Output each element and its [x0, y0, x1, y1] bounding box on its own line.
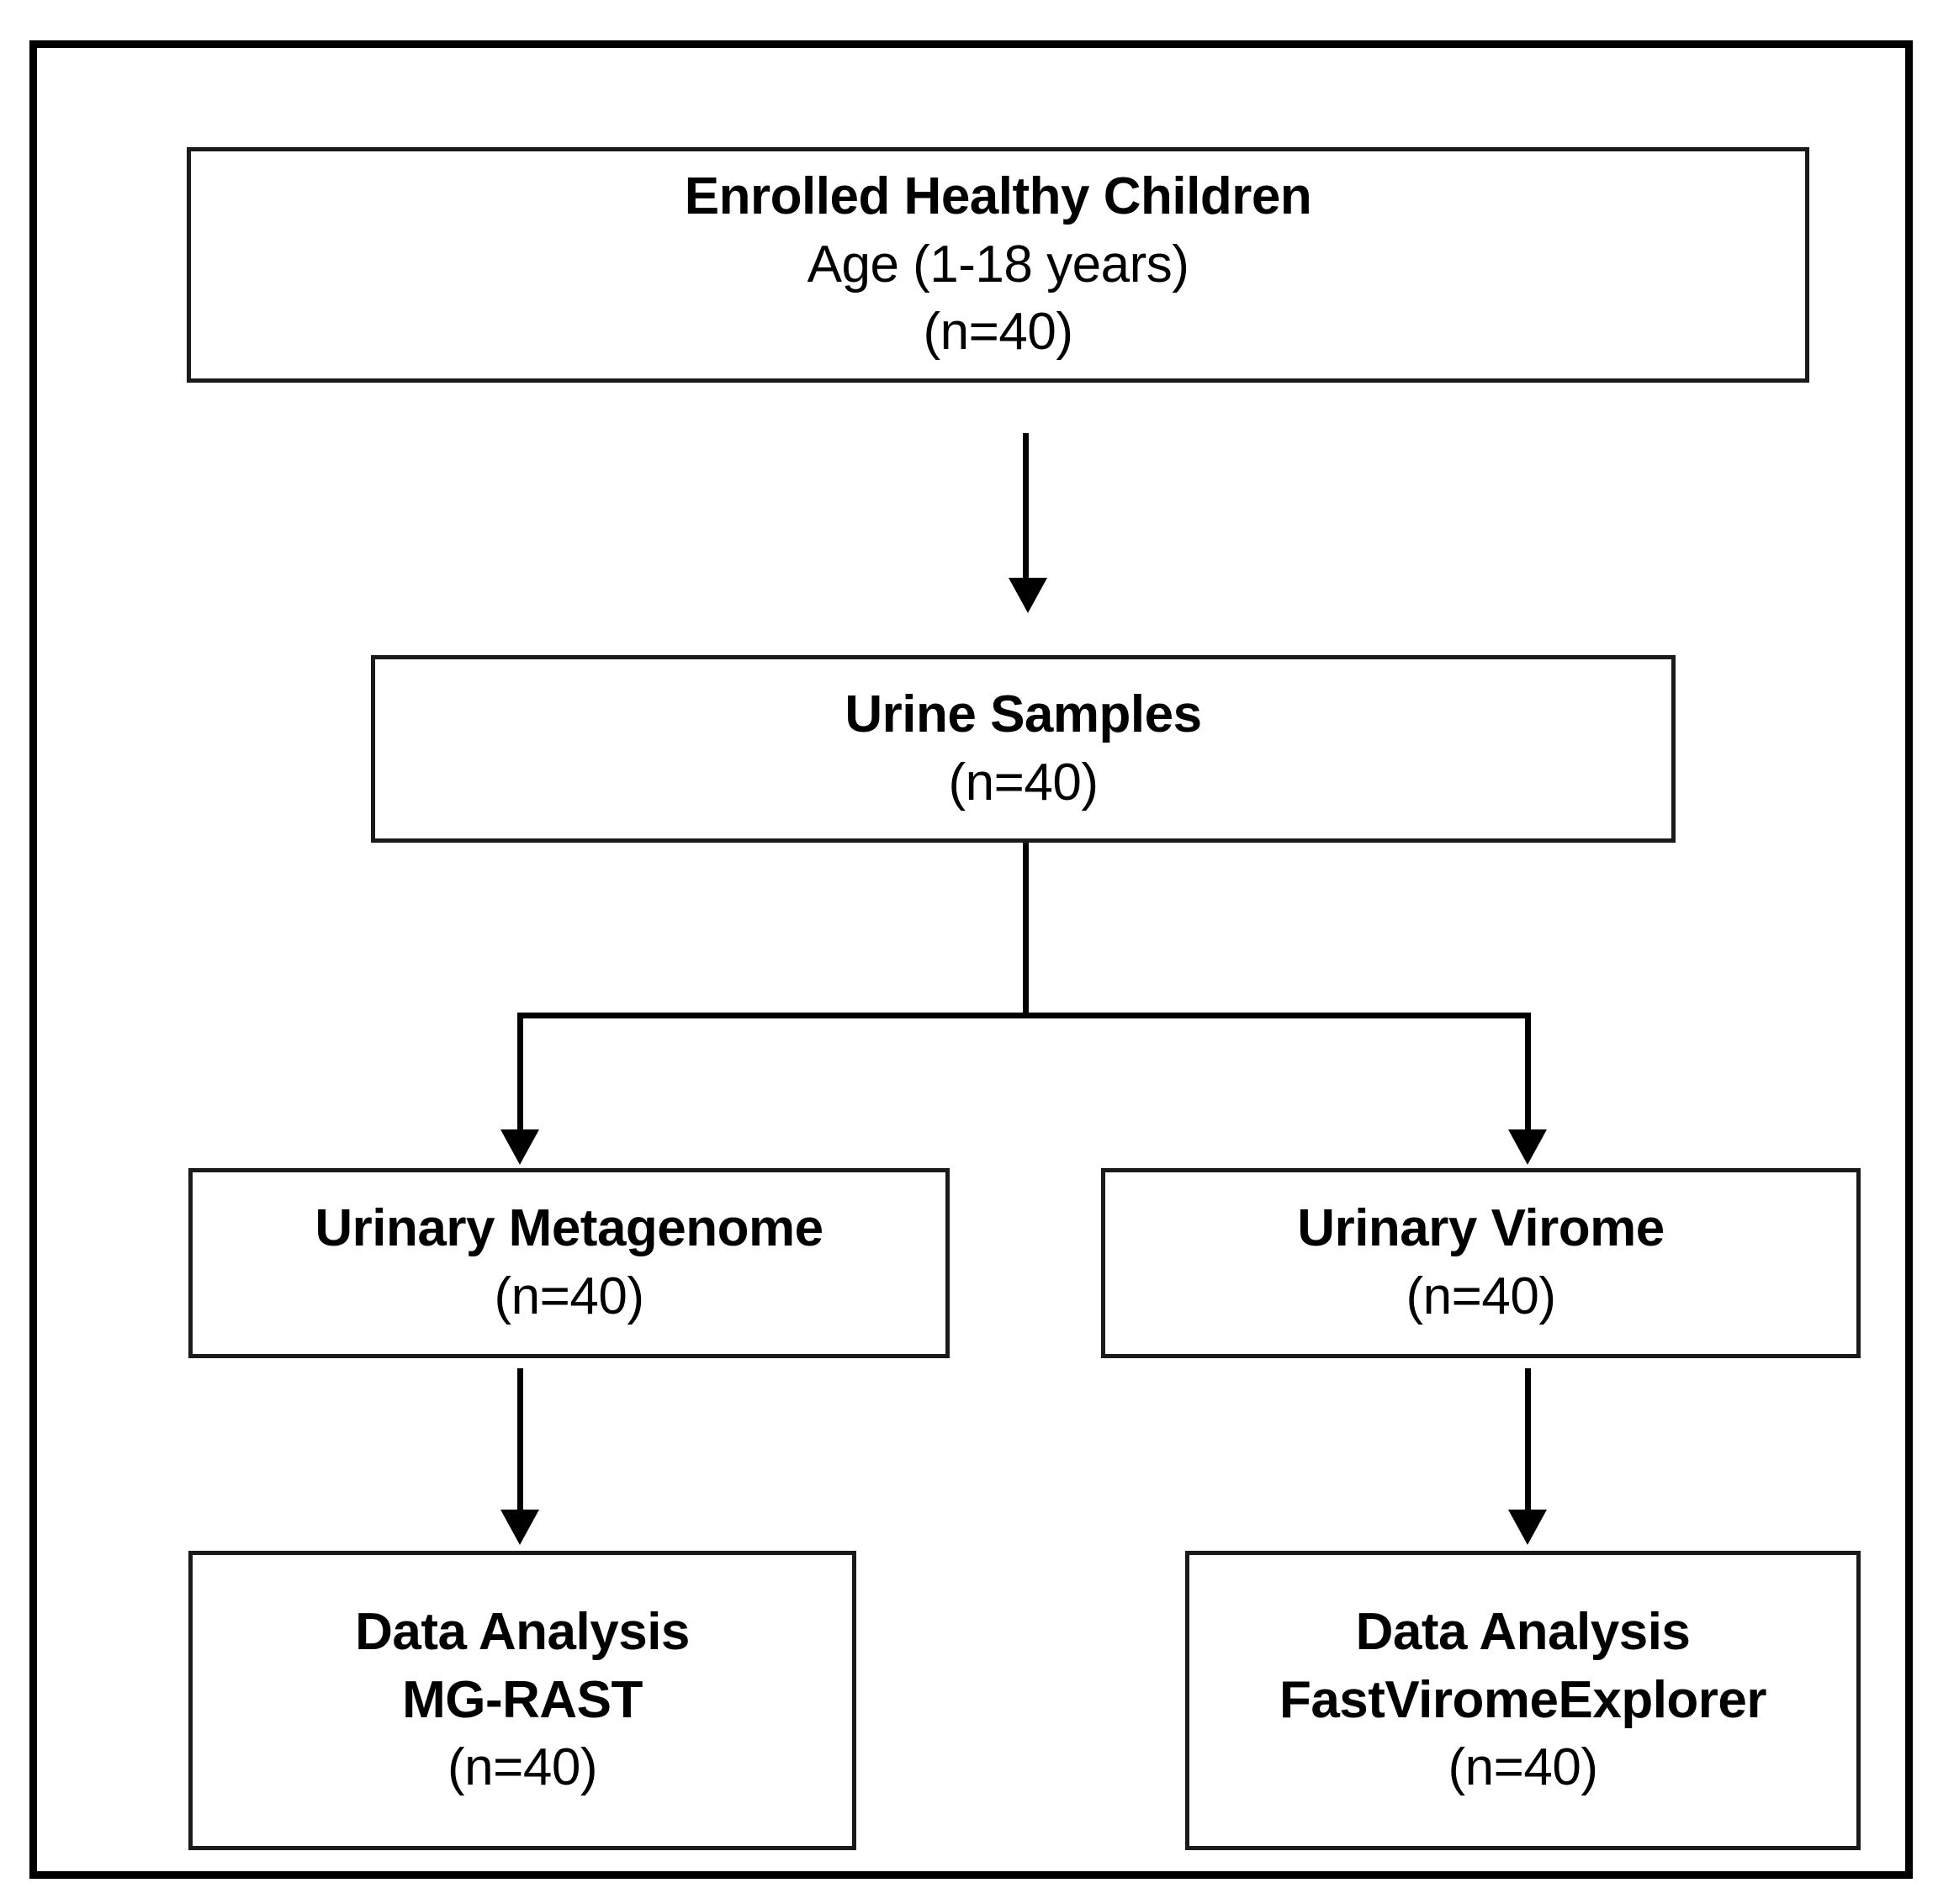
- node-urine-samples: Urine Samples (n=40): [371, 655, 1676, 843]
- node-enrolled-healthy-children: Enrolled Healthy Children Age (1-18 year…: [187, 147, 1809, 383]
- arrow-down-icon: [500, 1510, 539, 1545]
- connector-metagenome-to-analysis-line: [517, 1368, 523, 1515]
- node-virome-title: Urinary Virome: [1297, 1199, 1665, 1258]
- node-metagenome-count: (n=40): [494, 1267, 644, 1325]
- node-analysis-fve-count: (n=40): [1448, 1738, 1598, 1797]
- node-analysis-mgrast-count: (n=40): [447, 1738, 597, 1797]
- node-analysis-mgrast-tool: MG-RAST: [402, 1670, 643, 1729]
- node-urine-samples-title: Urine Samples: [845, 685, 1202, 743]
- connector-enrolled-to-urine-line: [1023, 433, 1029, 584]
- node-analysis-mgrast-title: Data Analysis: [355, 1603, 690, 1662]
- diagram-outer-frame: Enrolled Healthy Children Age (1-18 year…: [29, 40, 1913, 1879]
- connector-split-stem: [1023, 843, 1029, 1015]
- arrow-down-icon: [500, 1129, 539, 1165]
- node-analysis-fve-title: Data Analysis: [1355, 1603, 1691, 1662]
- connector-split-left-line: [517, 1013, 523, 1134]
- arrow-down-icon: [1009, 578, 1047, 613]
- node-data-analysis-mgrast: Data Analysis MG-RAST (n=40): [188, 1551, 856, 1850]
- node-enrolled-title: Enrolled Healthy Children: [684, 167, 1312, 226]
- node-urinary-virome: Urinary Virome (n=40): [1101, 1168, 1861, 1358]
- node-urinary-metagenome: Urinary Metagenome (n=40): [188, 1168, 950, 1358]
- node-enrolled-count: (n=40): [923, 303, 1073, 362]
- connector-split-right-line: [1525, 1013, 1531, 1134]
- connector-virome-to-analysis-line: [1525, 1368, 1531, 1515]
- connector-split-bar: [519, 1013, 1530, 1018]
- node-analysis-fve-tool: FastViromeExplorer: [1279, 1670, 1767, 1729]
- arrow-down-icon: [1508, 1129, 1547, 1165]
- arrow-down-icon: [1508, 1510, 1547, 1545]
- node-data-analysis-fastviromeexplorer: Data Analysis FastViromeExplorer (n=40): [1185, 1551, 1861, 1850]
- node-virome-count: (n=40): [1406, 1267, 1556, 1325]
- node-urine-samples-count: (n=40): [948, 753, 1099, 812]
- node-metagenome-title: Urinary Metagenome: [315, 1199, 823, 1258]
- node-enrolled-age: Age (1-18 years): [807, 235, 1189, 294]
